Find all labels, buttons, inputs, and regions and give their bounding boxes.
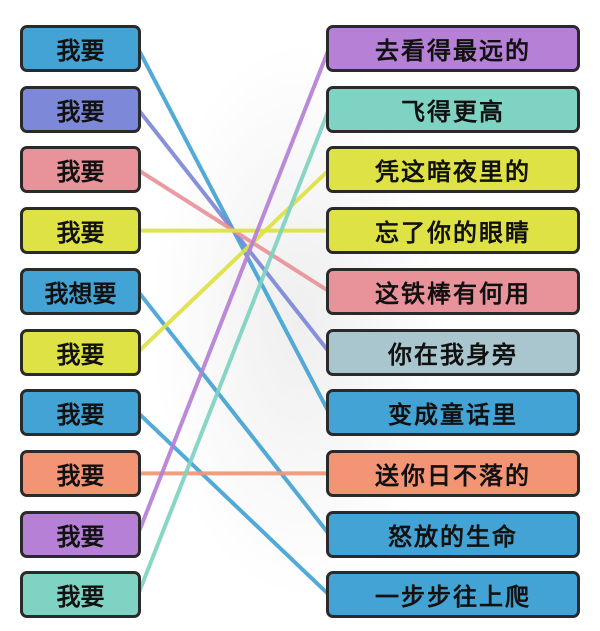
right-phrase-1[interactable]: 飞得更高 [326,85,580,133]
background-wash [150,40,450,600]
left-phrase-7[interactable]: 我要 [20,449,141,497]
left-phrase-4[interactable]: 我想要 [20,267,141,315]
right-phrase-0[interactable]: 去看得最远的 [326,25,580,72]
right-phrase-3[interactable]: 忘了你的眼睛 [326,207,580,255]
right-phrase-5[interactable]: 你在我身旁 [326,328,580,376]
right-phrase-2[interactable]: 凭这暗夜里的 [326,146,580,194]
left-phrase-3[interactable]: 我要 [20,207,141,255]
right-phrase-8[interactable]: 怒放的生命 [326,510,580,558]
right-phrase-7[interactable]: 送你日不落的 [326,449,580,497]
connection-line-9 [136,107,331,597]
left-phrase-2[interactable]: 我要 [20,146,141,194]
left-phrase-9[interactable]: 我要 [20,571,141,619]
right-phrase-4[interactable]: 这铁棒有何用 [326,267,580,315]
left-phrase-6[interactable]: 我要 [20,389,141,437]
connection-line-5 [136,167,331,354]
right-phrase-6[interactable]: 变成童话里 [326,389,580,437]
left-phrase-0[interactable]: 我要 [20,25,141,72]
left-phrase-5[interactable]: 我要 [20,328,141,376]
connection-line-8 [136,46,331,537]
connection-line-4 [136,289,331,537]
right-phrase-9[interactable]: 一步步往上爬 [326,571,580,619]
left-phrase-8[interactable]: 我要 [20,510,141,558]
connection-line-6 [136,410,331,597]
left-phrase-1[interactable]: 我要 [20,85,141,133]
